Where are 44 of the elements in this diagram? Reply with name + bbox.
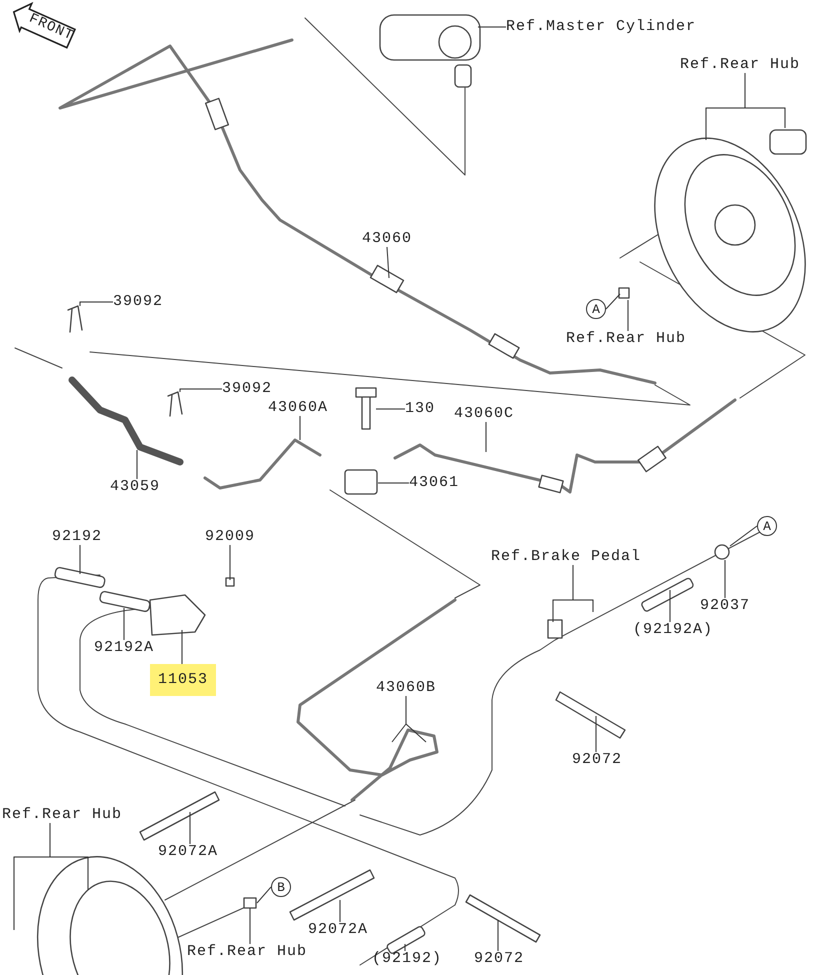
leader-line bbox=[724, 560, 726, 598]
part-number: 92037 bbox=[700, 598, 750, 614]
leader-line bbox=[80, 302, 114, 306]
connection-marker: A bbox=[586, 299, 606, 319]
part-number: 130 bbox=[405, 401, 436, 417]
reference-label: Ref.Brake Pedal bbox=[491, 549, 642, 565]
reference-label: Ref.Rear Hub bbox=[680, 57, 800, 73]
leader-line bbox=[256, 886, 272, 904]
reference-label: Ref.Rear Hub bbox=[2, 807, 122, 823]
leader-line bbox=[180, 388, 222, 392]
leader-line bbox=[572, 564, 594, 612]
part-number: 43060C bbox=[454, 406, 514, 422]
leader-line bbox=[378, 482, 410, 484]
leader-line bbox=[744, 72, 786, 128]
part-number: 92072A bbox=[158, 844, 218, 860]
leader-line bbox=[406, 696, 426, 742]
part-number: 39092 bbox=[222, 381, 272, 397]
part-number: 43059 bbox=[110, 479, 160, 495]
part-number: 39092 bbox=[113, 294, 164, 310]
part-number: 43060 bbox=[362, 231, 412, 247]
leader-line bbox=[606, 294, 620, 310]
part-number: 92192 bbox=[52, 529, 102, 545]
reference-label: Ref.Rear Hub bbox=[566, 331, 686, 347]
part-number: 92009 bbox=[205, 529, 256, 545]
connection-marker: B bbox=[271, 877, 291, 897]
reference-label: Ref.Rear Hub bbox=[187, 944, 308, 960]
leader-line bbox=[376, 408, 406, 410]
connection-marker: A bbox=[757, 516, 777, 536]
part-number: (92192) bbox=[372, 951, 442, 967]
part-number: 92072A bbox=[308, 922, 368, 938]
part-number: 43061 bbox=[409, 475, 460, 491]
part-number: 92072 bbox=[474, 951, 524, 967]
part-number: 92072 bbox=[572, 752, 622, 768]
highlighted-part-number: 11053 bbox=[150, 664, 216, 696]
leader-line bbox=[478, 26, 506, 28]
leader-line bbox=[404, 944, 406, 952]
part-number: 43060A bbox=[268, 400, 328, 416]
leader-line bbox=[386, 246, 390, 278]
leader-line bbox=[136, 450, 138, 480]
part-number: 43060B bbox=[376, 680, 436, 696]
reference-label: Ref.Master Cylinder bbox=[506, 19, 696, 35]
leader-line bbox=[730, 526, 758, 546]
part-number: (92192A) bbox=[633, 622, 714, 638]
part-number: 92192A bbox=[94, 640, 154, 656]
